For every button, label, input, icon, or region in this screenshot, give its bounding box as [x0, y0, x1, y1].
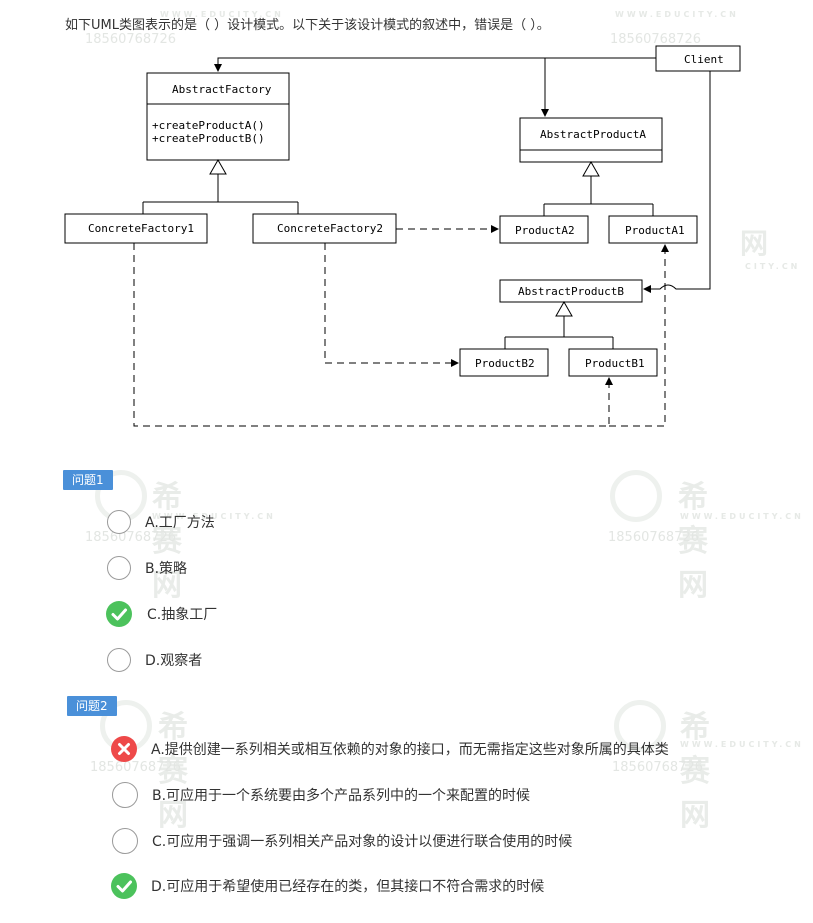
- correct-check-icon[interactable]: [106, 601, 132, 627]
- watermark-phone: 18560768726: [608, 530, 699, 545]
- correct-check-icon[interactable]: [111, 873, 137, 899]
- product-a1-class: ProductA1: [608, 215, 698, 244]
- watermark-brand: 希赛网: [680, 710, 714, 833]
- concrete-factory1-class: ConcreteFactory1: [64, 213, 208, 244]
- product-a2-class: ProductA2: [499, 215, 589, 244]
- q2-option-a[interactable]: A.提供创建一系列相关或相互依赖的对象的接口，而无需指定这些对象所属的具体类: [111, 736, 669, 762]
- q1-option-a[interactable]: A.工厂方法: [107, 510, 215, 534]
- q1-option-d[interactable]: D.观察者: [107, 648, 202, 672]
- abstract-product-a-class: AbstractProductA: [519, 117, 663, 163]
- product-b1-class: ProductB1: [568, 348, 658, 377]
- q1-option-a-text: A.工厂方法: [145, 515, 215, 531]
- concrete-factory1-label: ConcreteFactory1: [88, 222, 194, 235]
- product-a2-label: ProductA2: [515, 224, 575, 237]
- inheritance-product-a: [543, 160, 654, 216]
- q1-option-b[interactable]: B.策略: [107, 556, 187, 580]
- client-associations: [214, 57, 711, 293]
- dependencies: [133, 225, 669, 427]
- radio-unselected-icon[interactable]: [107, 648, 131, 672]
- product-b2-label: ProductB2: [475, 357, 535, 370]
- client-label: Client: [684, 53, 724, 66]
- watermark-brand: 希赛网: [158, 710, 192, 833]
- q1-option-c-text: C.抽象工厂: [147, 607, 218, 623]
- watermark-logo-icon: [610, 470, 662, 522]
- q1-option-c[interactable]: C.抽象工厂: [106, 601, 217, 627]
- inheritance-factory: [142, 158, 299, 214]
- q2-option-c[interactable]: C.可应用于强调一系列相关产品对象的设计以便进行联合使用的时候: [112, 828, 572, 854]
- abstract-factory-class: AbstractFactory +createProductA() +creat…: [146, 72, 290, 161]
- q1-option-d-text: D.观察者: [145, 653, 203, 669]
- radio-unselected-icon[interactable]: [107, 510, 131, 534]
- watermark-brand: 希赛网: [152, 480, 186, 603]
- abstract-product-a-label: AbstractProductA: [540, 128, 646, 141]
- q2-option-d[interactable]: D.可应用于希望使用已经存在的类，但其接口不符合需求的时候: [111, 873, 544, 899]
- q2-option-a-text: A.提供创建一系列相关或相互依赖的对象的接口，而无需指定这些对象所属的具体类: [151, 742, 669, 758]
- product-b1-label: ProductB1: [585, 357, 645, 370]
- question1-badge: 问题1: [63, 470, 113, 490]
- uml-class-diagram: Client AbstractFactory +createProductA()…: [64, 45, 741, 427]
- client-class: Client: [655, 45, 741, 72]
- watermark-phone: 18560768726: [90, 760, 181, 775]
- abstract-product-b-class: AbstractProductB: [499, 279, 643, 303]
- radio-unselected-icon[interactable]: [112, 828, 138, 854]
- product-a1-label: ProductA1: [625, 224, 685, 237]
- abstract-product-b-label: AbstractProductB: [518, 285, 624, 298]
- q1-option-b-text: B.策略: [145, 561, 188, 577]
- watermark-site: WWW.EDUCITY.CN: [680, 740, 804, 749]
- q2-option-d-text: D.可应用于希望使用已经存在的类，但其接口不符合需求的时候: [151, 879, 545, 895]
- concrete-factory2-class: ConcreteFactory2: [252, 213, 397, 244]
- q2-option-c-text: C.可应用于强调一系列相关产品对象的设计以便进行联合使用的时候: [152, 834, 573, 850]
- question-text: 如下UML类图表示的是（ ）设计模式。以下关于该设计模式的叙述中，错误是（ ）。: [65, 18, 550, 33]
- q2-option-b[interactable]: B.可应用于一个系统要由多个产品系列中的一个来配置的时候: [112, 782, 530, 808]
- watermark-site: WWW.EDUCITY.CN: [680, 512, 804, 521]
- method-create-product-b: +createProductB(): [152, 132, 265, 145]
- question2-badge: 问题2: [67, 696, 117, 716]
- radio-unselected-icon[interactable]: [112, 782, 138, 808]
- wrong-cross-icon[interactable]: [111, 736, 137, 762]
- radio-unselected-icon[interactable]: [107, 556, 131, 580]
- abstract-factory-label: AbstractFactory: [172, 83, 272, 96]
- product-b2-class: ProductB2: [459, 348, 549, 377]
- inheritance-product-b: [504, 300, 614, 349]
- q2-option-b-text: B.可应用于一个系统要由多个产品系列中的一个来配置的时候: [152, 788, 531, 804]
- concrete-factory2-label: ConcreteFactory2: [277, 222, 383, 235]
- method-create-product-a: +createProductA(): [152, 119, 265, 132]
- watermark-phone: 18560768726: [612, 760, 703, 775]
- watermark-brand: 希赛网: [678, 480, 712, 603]
